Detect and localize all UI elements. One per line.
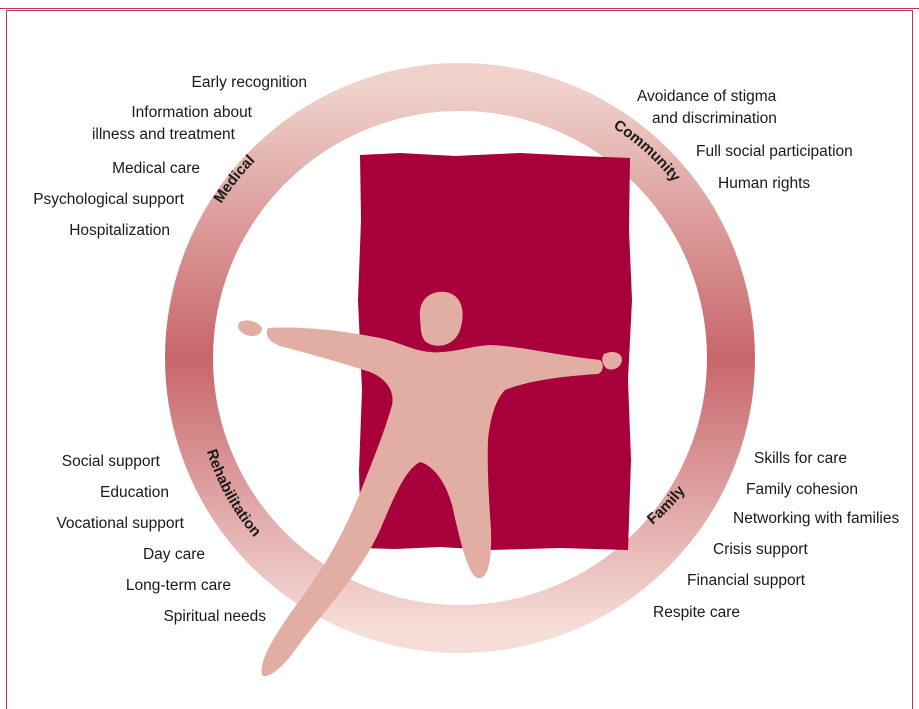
care-ring (165, 63, 755, 653)
medical-item: Information about (131, 104, 252, 121)
rehabilitation-item: Spiritual needs (163, 608, 266, 625)
community-item: Full social participation (696, 143, 853, 160)
community-item: Avoidance of stigma (637, 88, 777, 105)
rehabilitation-item: Education (100, 484, 169, 501)
human-figure (237, 291, 622, 676)
family-item: Crisis support (713, 541, 808, 558)
family-item: Family cohesion (746, 481, 858, 498)
figure-head (419, 291, 463, 346)
medical-item: Hospitalization (69, 222, 170, 239)
medical-item: Medical care (112, 160, 200, 177)
rehabilitation-item: Long-term care (125, 577, 231, 594)
family-item: Networking with families (733, 510, 900, 527)
medical-item: Early recognition (191, 74, 307, 91)
rehabilitation-item: Day care (142, 546, 205, 563)
community-item: Human rights (718, 175, 811, 192)
figure-left-hand (237, 320, 262, 336)
family-item: Financial support (687, 572, 806, 589)
figure-right-hand (602, 352, 622, 370)
rehabilitation-item: Vocational support (56, 515, 184, 532)
community-item: and discrimination (652, 110, 777, 127)
figure-frame (6, 10, 913, 709)
family-item: Respite care (653, 604, 741, 621)
top-caption-strip (0, 0, 919, 9)
family-item: Skills for care (754, 450, 848, 467)
rehabilitation-item: Social support (61, 453, 160, 470)
medical-item: Psychological support (33, 191, 184, 208)
medical-item: illness and treatment (91, 126, 235, 143)
figure-body (261, 327, 603, 676)
